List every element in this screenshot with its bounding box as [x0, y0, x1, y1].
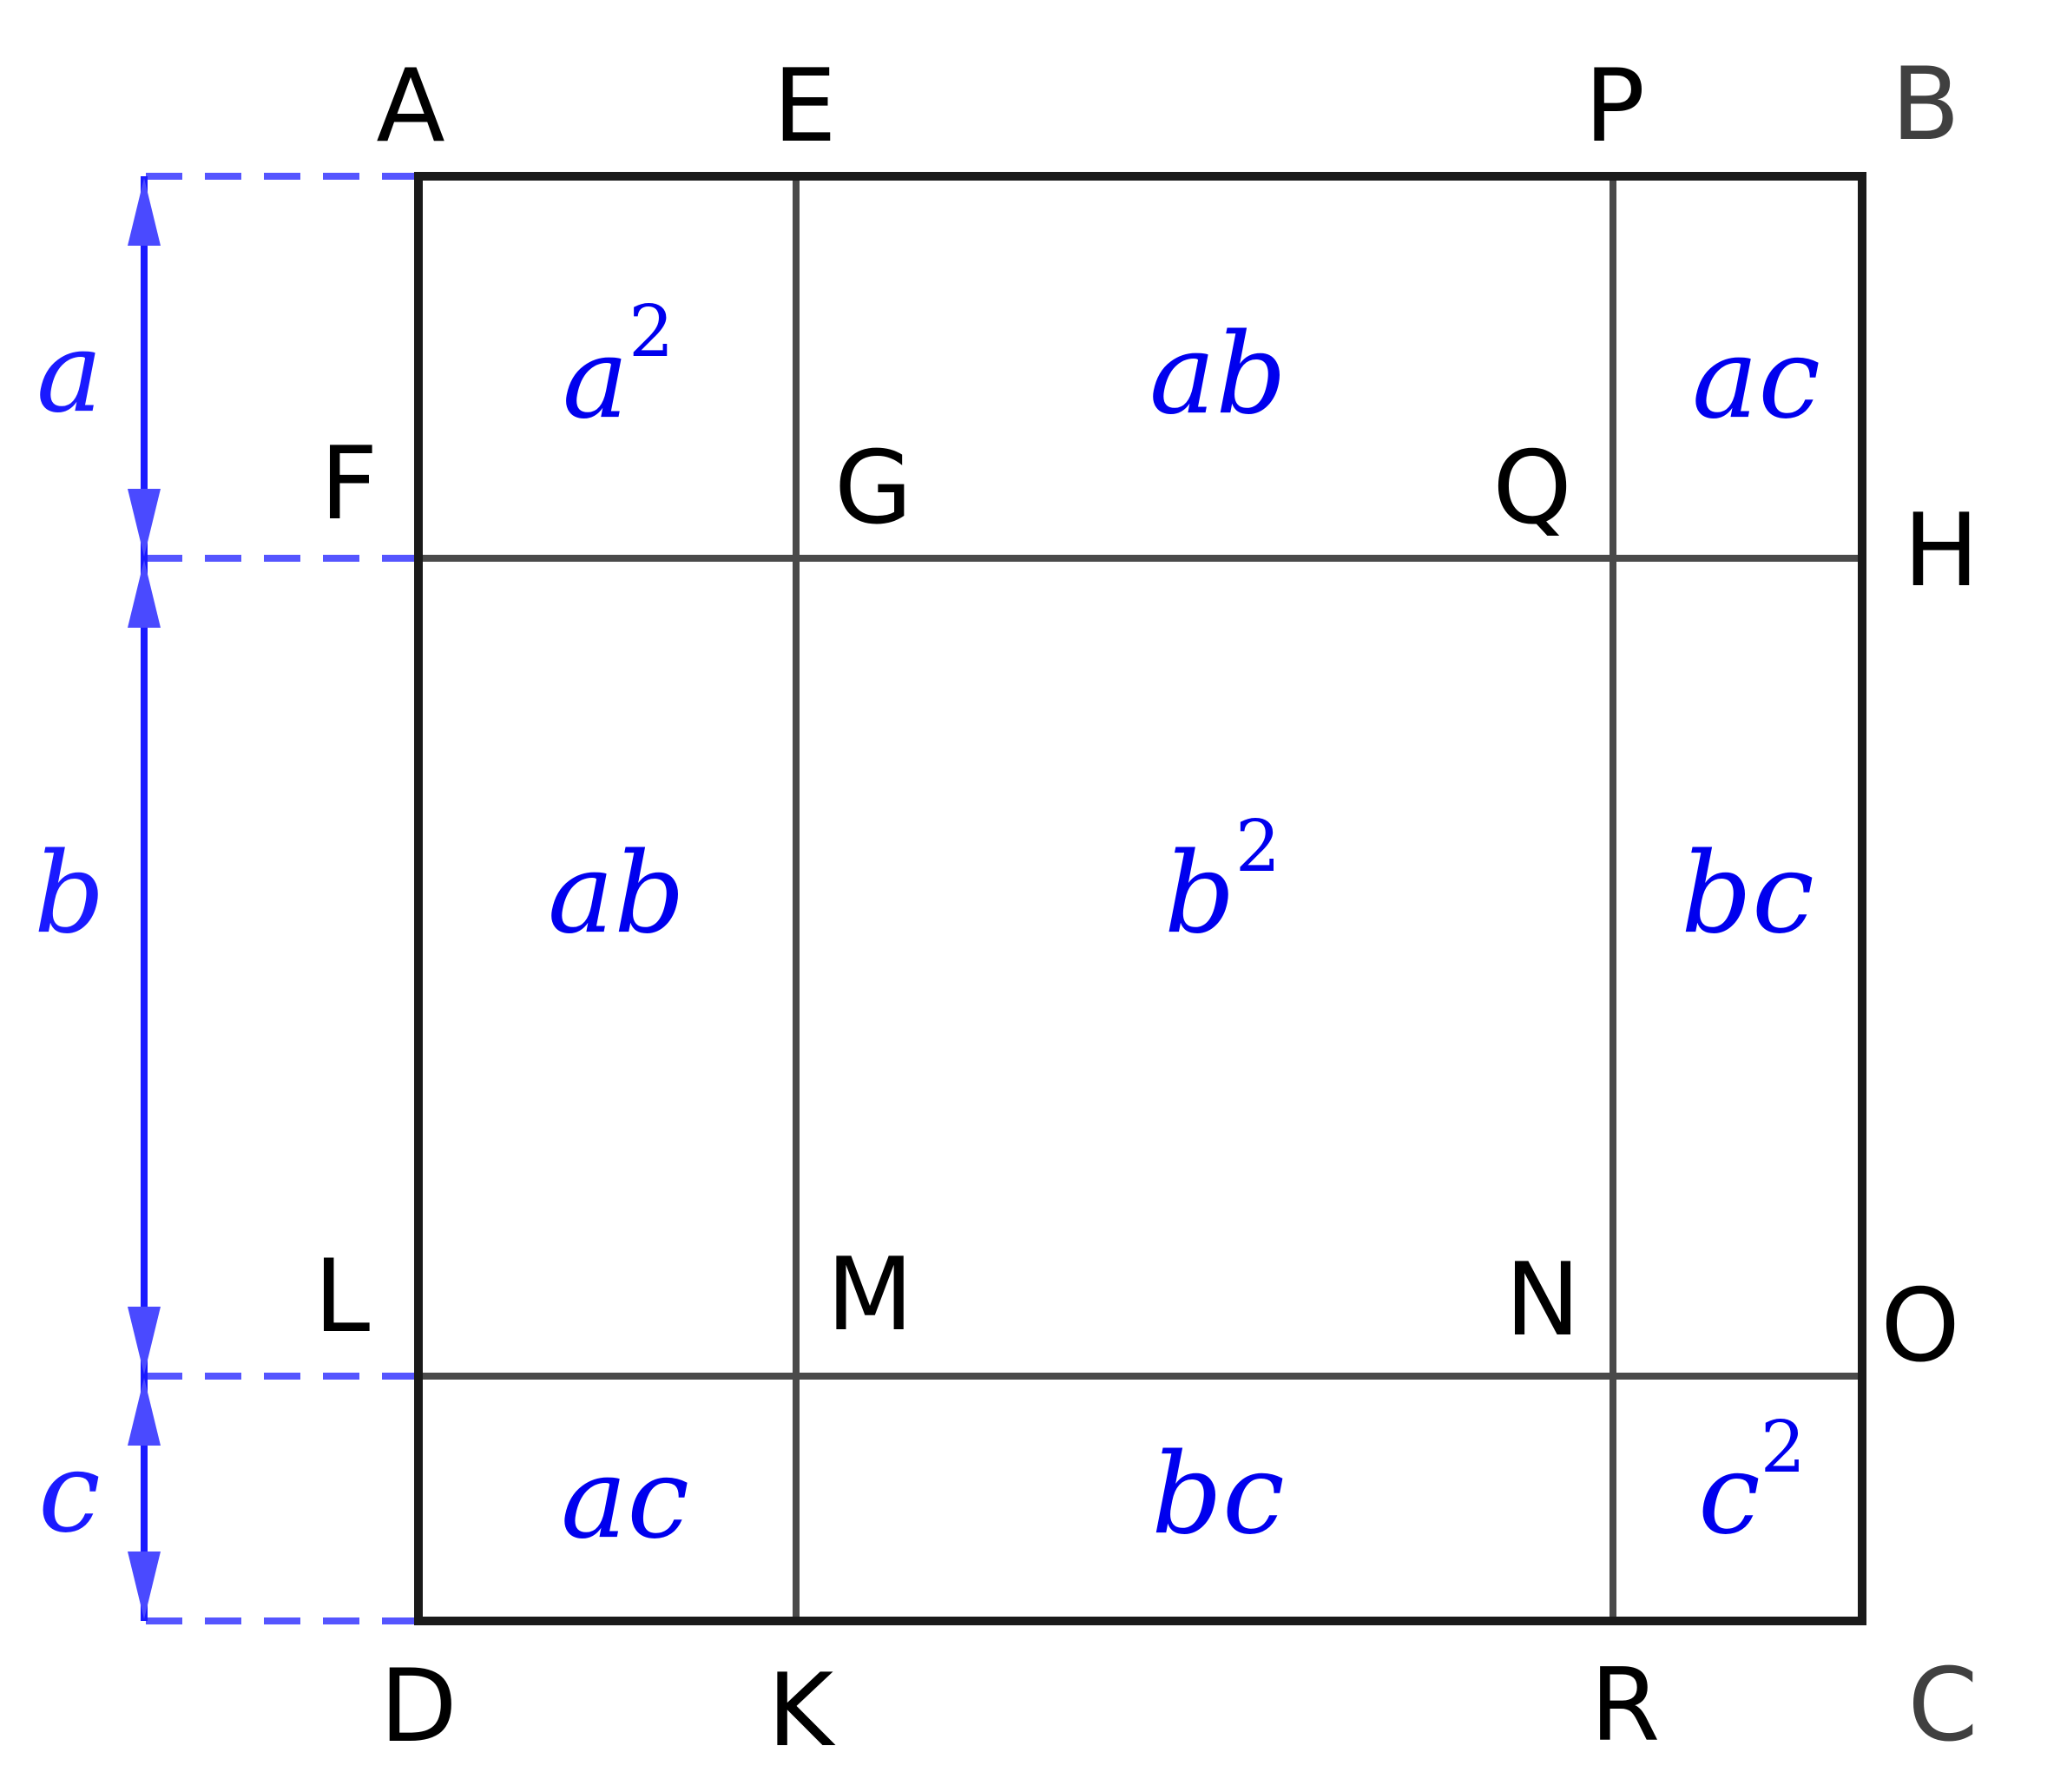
label-D: D: [379, 1648, 457, 1765]
arrow-c-bottom-icon: [128, 1552, 161, 1619]
outer-square-ABCD: [414, 172, 1866, 1625]
label-M: M: [826, 1236, 913, 1354]
label-P: P: [1584, 48, 1645, 165]
inner-grid-lines: [418, 176, 1862, 1621]
label-A: A: [376, 48, 444, 165]
region-label-bc-right: bc: [1681, 829, 1814, 959]
arrow-b-top-icon: [128, 560, 161, 628]
label-L: L: [314, 1238, 371, 1355]
label-K: K: [767, 1652, 836, 1769]
arrow-b-bottom-icon: [128, 1307, 161, 1374]
region-label-c-squared: c2: [1698, 1407, 1806, 1559]
arrow-c-top-icon: [128, 1378, 161, 1446]
region-label-ac-top: ac: [1692, 314, 1820, 444]
region-label-ab-left: ab: [548, 829, 685, 959]
region-label-ab-top: ab: [1149, 310, 1287, 439]
dimension-arrows: [128, 176, 161, 1621]
label-G: G: [834, 430, 912, 547]
label-B: B: [1891, 46, 1960, 163]
arrow-a-top-icon: [128, 178, 161, 246]
label-E: E: [773, 48, 836, 165]
region-label-b-squared: b2: [1164, 806, 1280, 959]
dimension-label-b: b: [34, 829, 105, 959]
label-Q: Q: [1492, 430, 1571, 547]
dimension-labels: a b c: [34, 308, 105, 1558]
label-O: O: [1880, 1268, 1959, 1385]
dimension-label-a: a: [36, 308, 102, 438]
region-label-sup: 2: [1761, 1407, 1806, 1489]
label-C: C: [1908, 1647, 1978, 1764]
label-F: F: [320, 425, 379, 543]
region-label-base: b: [1164, 829, 1235, 959]
label-N: N: [1505, 1242, 1581, 1359]
point-labels: A E P B F G Q H L M N O D K R C: [314, 46, 1979, 1769]
region-label-sup: 2: [629, 291, 674, 373]
region-label-ac-bottom: ac: [561, 1434, 689, 1564]
region-label-base: c: [1698, 1430, 1761, 1559]
region-label-bc-bottom: bc: [1151, 1430, 1285, 1559]
region-label-base: a: [563, 314, 629, 444]
dimension-dashed-lines: [146, 173, 418, 1624]
label-R: R: [1590, 1647, 1661, 1764]
arrow-a-bottom-icon: [128, 489, 161, 557]
region-label-sup: 2: [1235, 806, 1280, 888]
label-H: H: [1903, 492, 1978, 609]
region-label-a-squared: a2: [563, 291, 674, 444]
region-labels: a2 ab ac ab b2 bc ac bc c2: [548, 291, 1820, 1564]
dimension-label-c: c: [38, 1428, 101, 1558]
